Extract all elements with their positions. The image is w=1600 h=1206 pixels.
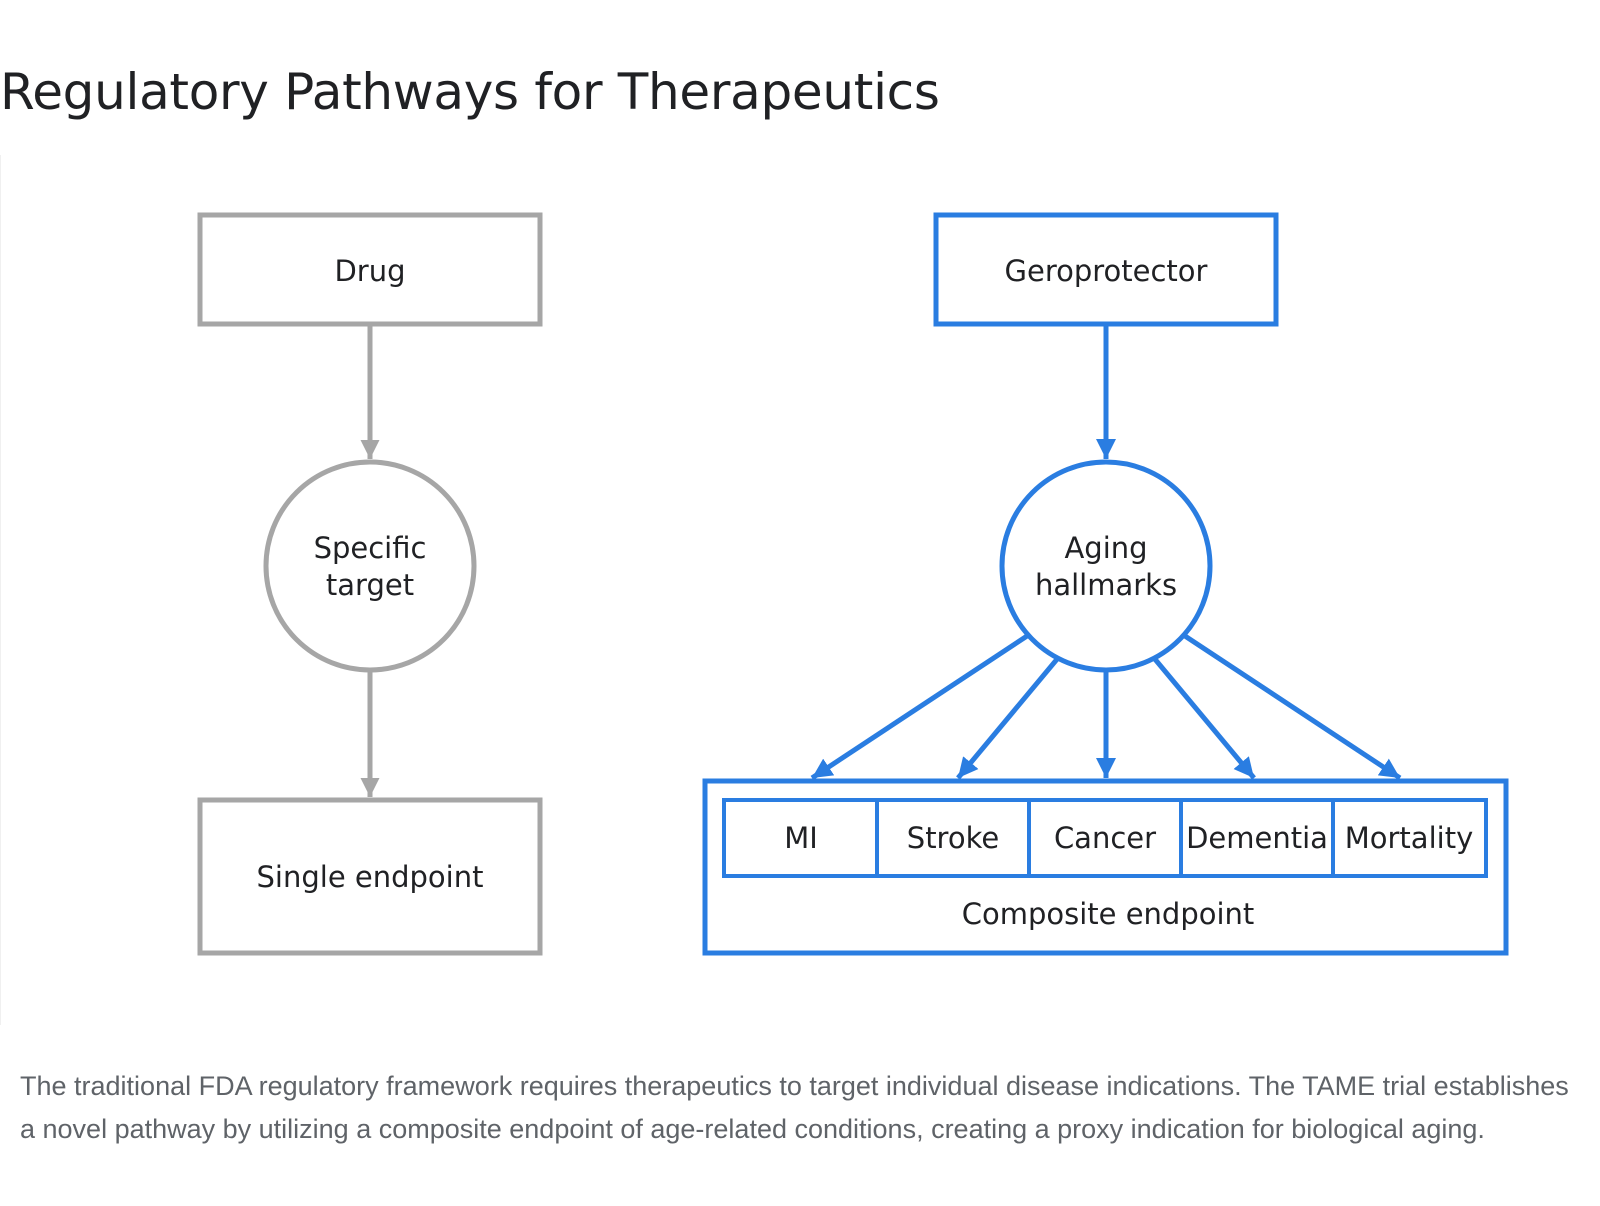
drug-label: Drug (334, 254, 405, 288)
page-title: Regulatory Pathways for Therapeutics (0, 63, 940, 121)
condition-label-cancer: Cancer (1054, 821, 1156, 855)
condition-cell-dementia (1179, 798, 1335, 878)
condition-cell-mortality (1331, 798, 1488, 878)
single-endpoint-box (197, 797, 543, 956)
hallmarks-to-mortality-arrow (1183, 633, 1402, 781)
specific-target-node (263, 459, 477, 673)
figure-caption: The traditional FDA regulatory framework… (20, 1071, 1569, 1144)
condition-label-mi: MI (784, 821, 818, 855)
specific-target-label-line2: target (326, 568, 414, 602)
drug-box (197, 212, 543, 327)
hallmarks-to-mi-arrow (810, 633, 1029, 781)
pathways-diagram: Drug Specific target Single endpoint Ger… (197, 212, 1509, 956)
aging-hallmarks-node (999, 459, 1213, 673)
specific-target-label-line1: Specific (314, 531, 427, 565)
geroprotector-label: Geroprotector (1005, 254, 1208, 288)
hallmarks-to-dementia-arrow (1152, 656, 1256, 780)
geroprotector-box (933, 212, 1279, 327)
geroscience-pathway: Geroprotector Aging hallmarks MI Stroke … (702, 212, 1509, 956)
aging-hallmarks-label-line2: hallmarks (1035, 568, 1177, 602)
single-endpoint-label: Single endpoint (257, 860, 484, 894)
condition-cell-cancer (1027, 798, 1183, 878)
aging-hallmarks-label-line1: Aging (1064, 531, 1147, 565)
traditional-pathway: Drug Specific target Single endpoint (197, 212, 543, 956)
condition-label-mortality: Mortality (1345, 821, 1473, 855)
condition-label-stroke: Stroke (907, 821, 999, 855)
hallmarks-to-stroke-arrow (956, 656, 1060, 780)
condition-cell-mi (722, 798, 879, 878)
composite-endpoint-label: Composite endpoint (962, 897, 1255, 931)
condition-label-dementia: Dementia (1186, 821, 1328, 855)
condition-cell-stroke (875, 798, 1031, 878)
